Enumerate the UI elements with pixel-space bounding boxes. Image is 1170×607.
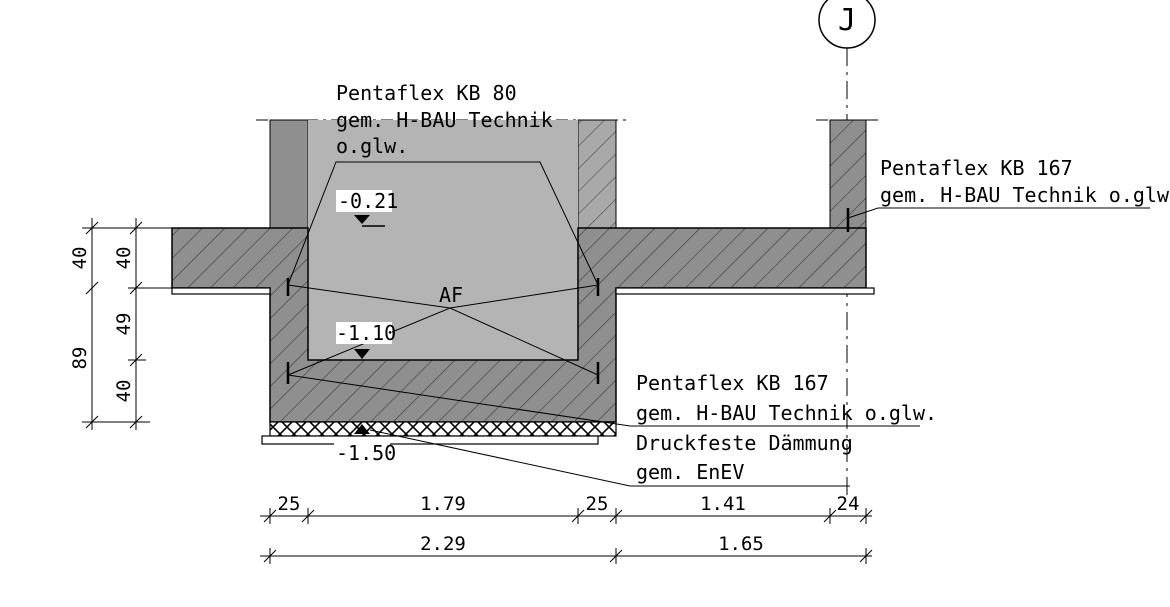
level-pit: -1.10 (336, 321, 396, 359)
level-top-label: -0.21 (338, 189, 398, 213)
blinding-layer (261, 435, 599, 445)
dim-h-25-right: 25 (586, 493, 609, 515)
callout-insulation-line1: Druckfeste Dämmung (636, 431, 853, 455)
insulation-layer (269, 421, 617, 437)
callout-kb80: Pentaflex KB 80 gem. H-BAU Technik o.glw… (336, 81, 553, 158)
callout-kb167-top-line2: gem. H-BAU Technik o.glw. (880, 183, 1170, 207)
level-base-label: -1.50 (336, 441, 396, 465)
horizontal-dimension-labels: 25 1.79 25 1.41 24 2.29 1.65 (278, 493, 860, 555)
dim-h-165: 1.65 (718, 533, 764, 555)
upper-wall-right (577, 119, 617, 229)
pit-label-text: AF (439, 283, 463, 307)
upper-wall-left (269, 119, 309, 229)
vertical-dimensions (82, 218, 172, 430)
dim-v-40-top: 40 (113, 247, 135, 270)
level-top-triangle (354, 215, 370, 224)
callout-kb167-top-line1: Pentaflex KB 167 (880, 156, 1073, 180)
pit-interior (308, 120, 578, 360)
vertical-dimension-labels: 40 89 40 49 40 (69, 247, 135, 403)
dim-h-25-left: 25 (278, 493, 301, 515)
joint-markers (286, 208, 850, 384)
floor-finish-left (171, 287, 271, 295)
dim-v-89: 89 (69, 347, 91, 370)
dim-h-141: 1.41 (700, 493, 746, 515)
dim-v-outer-40: 40 (69, 247, 91, 270)
callout-kb167-top: Pentaflex KB 167 gem. H-BAU Technik o.gl… (880, 156, 1170, 207)
grid-axis-label: J (838, 3, 856, 38)
callout-insulation-line2: gem. EnEV (636, 460, 744, 484)
level-pit-label: -1.10 (336, 321, 396, 345)
dim-h-229: 2.29 (420, 533, 466, 555)
callout-kb167-bottom-line1: Pentaflex KB 167 (636, 371, 829, 395)
level-base-box (334, 442, 390, 464)
dim-v-40-bottom: 40 (113, 380, 135, 403)
callout-kb80-line3: o.glw. (336, 134, 408, 158)
callout-kb167-bottom-line2: gem. H-BAU Technik o.glw. (636, 401, 937, 425)
leader-lines (287, 161, 1150, 487)
level-base-triangle (354, 424, 370, 434)
pit-label: AF (438, 283, 464, 307)
level-pit-box (336, 322, 392, 344)
level-pit-triangle (354, 349, 370, 359)
callout-kb80-line1: Pentaflex KB 80 (336, 81, 517, 105)
level-top: -0.21 (336, 189, 398, 227)
callout-kb80-line2: gem. H-BAU Technik (336, 108, 553, 132)
level-base: -1.50 (334, 424, 396, 465)
dim-h-24: 24 (837, 493, 860, 515)
floor-finish-right (615, 287, 875, 295)
callout-insulation: Druckfeste Dämmung gem. EnEV (636, 431, 853, 484)
dim-v-49: 49 (113, 313, 135, 336)
dim-h-179: 1.79 (420, 493, 466, 515)
callout-kb167-bottom: Pentaflex KB 167 gem. H-BAU Technik o.gl… (636, 371, 937, 425)
horizontal-dimensions (260, 508, 873, 564)
level-top-box (336, 190, 392, 212)
